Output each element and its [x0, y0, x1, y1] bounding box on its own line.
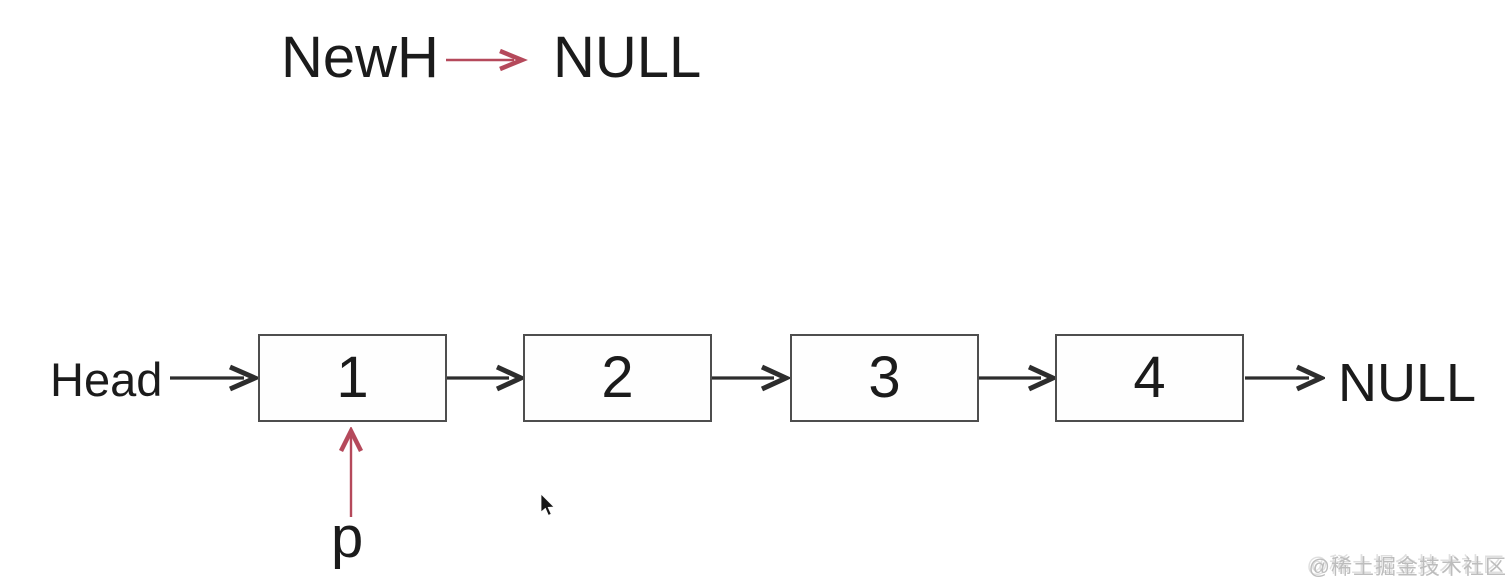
newh-label: NewH: [281, 25, 439, 90]
newh-arrow-icon: [446, 48, 528, 72]
node-value: 4: [1133, 345, 1166, 410]
node4-to-null-arrow-icon: [1245, 364, 1325, 392]
node3-to-node4-arrow-icon: [979, 364, 1057, 392]
watermark-text: @稀土掘金技术社区: [1308, 556, 1507, 579]
mouse-cursor-icon: [540, 494, 555, 516]
head-label: Head: [50, 353, 163, 406]
tail-null-label: NULL: [1338, 353, 1477, 413]
node-value: 1: [336, 345, 369, 410]
p-pointer-label: p: [331, 505, 364, 570]
newh-null-label: NULL: [553, 25, 702, 90]
list-node-4: 4: [1055, 334, 1244, 422]
list-node-3: 3: [790, 334, 979, 422]
list-node-1: 1: [258, 334, 447, 422]
list-node-2: 2: [523, 334, 712, 422]
node2-to-node3-arrow-icon: [712, 364, 790, 392]
node-value: 3: [868, 345, 901, 410]
node-value: 2: [601, 345, 634, 410]
head-to-node1-arrow-icon: [170, 364, 260, 392]
node1-to-node2-arrow-icon: [447, 364, 525, 392]
p-pointer-arrow-icon: [338, 427, 364, 517]
